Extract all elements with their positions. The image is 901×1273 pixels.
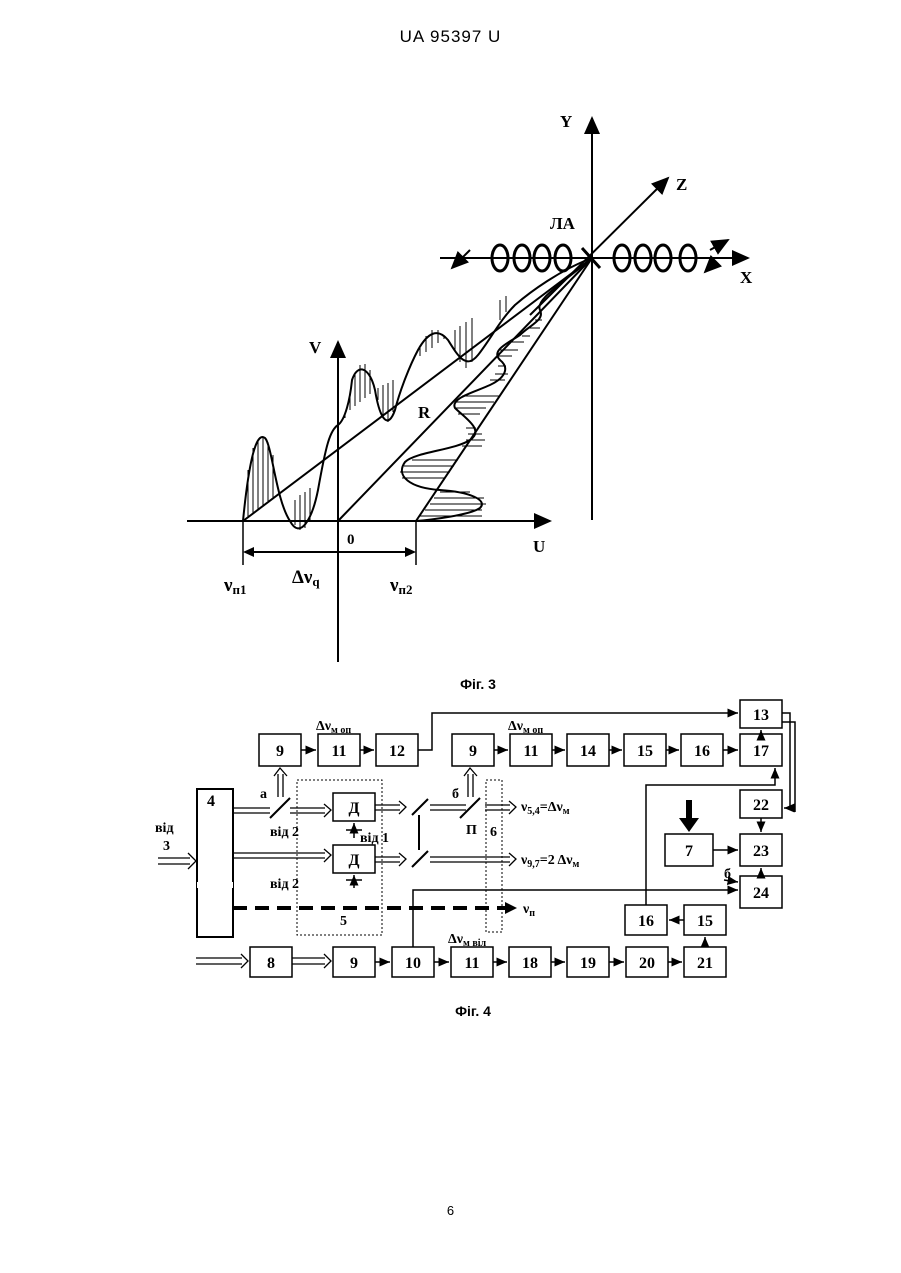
block-15-label: 15 (637, 743, 653, 760)
output-nu-97: ν9,7=2 Δνм (520, 853, 580, 870)
block-17-label: 17 (753, 743, 769, 760)
from-2-top: від 2 (270, 825, 299, 840)
block-13-label: 13 (753, 707, 769, 724)
block-16-label: 16 (694, 743, 710, 760)
delta-nu-ref-left: Δνм оп (316, 719, 351, 736)
block-23-label: 23 (753, 843, 769, 860)
page-number: 6 (0, 1203, 901, 1218)
block-9-label: 9 (469, 743, 477, 760)
delta-nu-vid: Δνм віл (448, 932, 487, 949)
block-9-label: 9 (276, 743, 284, 760)
figure-4-caption: Фіг. 4 (413, 1003, 533, 1019)
block-18-label: 18 (522, 955, 538, 972)
block-19-label: 19 (580, 955, 596, 972)
label-5: 5 (340, 914, 347, 929)
block-10-label: 10 (405, 955, 421, 972)
block-16-label: 16 (638, 913, 654, 930)
block-8-label: 8 (267, 955, 275, 972)
label-a: а (260, 787, 267, 802)
block-11-label: 11 (523, 743, 538, 760)
block-9-label: 9 (350, 955, 358, 972)
block-21-label: 21 (697, 955, 713, 972)
block-d-bottom-label: Д (348, 852, 359, 869)
label-b-24: б (724, 867, 731, 882)
block-7-label: 7 (685, 843, 693, 860)
label-b: б (452, 787, 459, 802)
delta-nu-ref-right: Δνм оп (508, 719, 543, 736)
block-d-top-label: Д (348, 800, 359, 817)
block-22-label: 22 (753, 797, 769, 814)
from-2-bottom: від 2 (270, 877, 299, 892)
block-11-label: 11 (464, 955, 479, 972)
block-4-label: 4 (207, 793, 215, 810)
input-label-from: від (155, 821, 174, 836)
output-nu-p: νп (522, 902, 535, 919)
block-14-label: 14 (580, 743, 596, 760)
from-1: від 1 (360, 831, 389, 846)
output-nu-54: ν5,4=Δνм (520, 800, 570, 817)
label-6: 6 (490, 825, 497, 840)
block-11-label: 11 (331, 743, 346, 760)
input-label-3: 3 (163, 839, 170, 854)
block-15-label: 15 (697, 913, 713, 930)
block-20-label: 20 (639, 955, 655, 972)
block-24-label: 24 (753, 885, 769, 902)
block-4 (197, 789, 233, 937)
label-p: П (466, 823, 477, 838)
block-12-label: 12 (389, 743, 405, 760)
